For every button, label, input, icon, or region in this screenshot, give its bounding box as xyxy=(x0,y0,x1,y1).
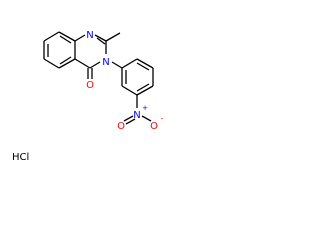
nitrophenyl-ring xyxy=(121,58,154,108)
charge-nitro-o: - xyxy=(161,114,164,123)
atom-label-n3: N xyxy=(102,57,109,68)
molecule-drawing: N N O N + O O - HCl xyxy=(12,30,164,163)
pyrimidinone-ring xyxy=(74,32,121,79)
atom-label-nitro-o-right: O xyxy=(150,121,158,132)
salt-label: HCl xyxy=(12,152,29,163)
atom-label-nitro-o-up: O xyxy=(117,121,125,132)
structure-diagram: N N O N + O O - HCl xyxy=(0,0,206,173)
nitro-group-bonds xyxy=(123,115,152,125)
atom-label-n1: N xyxy=(86,30,93,41)
atom-label-nitro-n: N xyxy=(133,110,140,121)
n-aryl-bond xyxy=(111,61,123,69)
benzo-ring xyxy=(43,31,76,69)
charge-nitro-n: + xyxy=(142,104,148,112)
atom-label-o4: O xyxy=(86,80,94,91)
